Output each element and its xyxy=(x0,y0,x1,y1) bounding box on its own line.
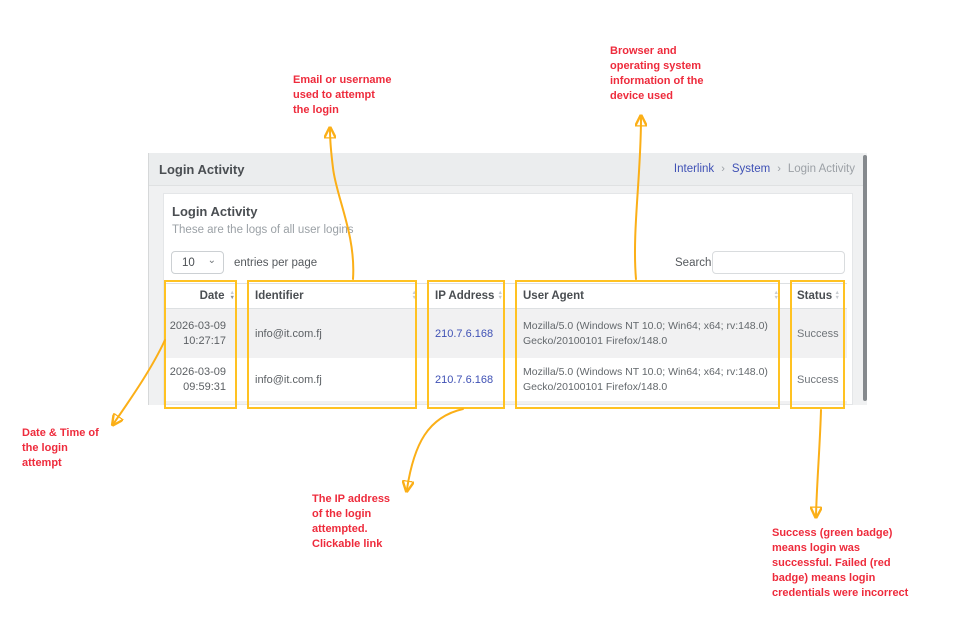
cell-status: Success xyxy=(786,358,847,401)
breadcrumb: Interlink › System › Login Activity xyxy=(674,163,855,175)
column-header-label: Date xyxy=(199,290,225,302)
chevron-right-icon: › xyxy=(777,163,781,175)
column-header-identifier[interactable]: Identifier ▲▼ xyxy=(242,284,424,308)
sort-icon: ▲▼ xyxy=(834,290,840,301)
admin-panel-screenshot: Login Activity Interlink › System › Logi… xyxy=(148,153,867,405)
chevron-down-icon: ⌄ xyxy=(207,254,216,266)
chevron-right-icon: › xyxy=(721,163,725,175)
search-label: Search: xyxy=(675,257,715,269)
cell-identifier: info@it.com.fj xyxy=(255,373,322,386)
highlight-box-ip-column xyxy=(427,280,505,409)
column-header-label: Status xyxy=(797,290,833,302)
cell-ip-address: 210.7.6.168 xyxy=(424,309,510,358)
status-badge: Success xyxy=(797,373,839,386)
sort-icon: ▲▼ xyxy=(773,290,779,301)
entries-per-page-select[interactable]: 10 ⌄ xyxy=(171,251,224,274)
sort-icon: ▲▼ xyxy=(229,290,235,301)
status-badge: Success xyxy=(797,327,839,340)
column-header-user-agent[interactable]: User Agent ▲▼ xyxy=(510,284,786,308)
annotation-ip-note: The IP address of the login attempted. C… xyxy=(312,493,391,550)
highlight-box-identifier-column xyxy=(247,280,417,409)
page-title: Login Activity xyxy=(159,161,245,177)
cell-ip-address: 210.7.6.168 xyxy=(424,358,510,401)
arrow-status xyxy=(816,409,821,515)
column-header-label: User Agent xyxy=(523,290,584,302)
search-input[interactable] xyxy=(712,251,845,274)
column-header-label: IP Address xyxy=(435,290,495,302)
highlight-box-date-column xyxy=(164,280,237,409)
login-activity-card: Login Activity These are the logs of all… xyxy=(163,193,853,405)
annotation-status-note: Success (green badge) means login was su… xyxy=(772,527,909,599)
cell-user-agent: Mozilla/5.0 (Windows NT 10.0; Win64; x64… xyxy=(523,319,768,347)
login-activity-table: Date ▲▼ Identifier ▲▼ IP Address ▲▼ User… xyxy=(166,283,847,404)
table-row-clipped xyxy=(166,401,847,404)
card-title: Login Activity xyxy=(172,204,258,219)
breadcrumb-system[interactable]: System xyxy=(731,163,771,175)
highlight-box-status-column xyxy=(790,280,845,409)
ip-address-link[interactable]: 210.7.6.168 xyxy=(435,373,494,386)
column-header-ip-address[interactable]: IP Address ▲▼ xyxy=(424,284,510,308)
column-header-date[interactable]: Date ▲▼ xyxy=(166,284,242,308)
breadcrumb-interlink[interactable]: Interlink xyxy=(673,163,715,175)
highlight-box-user-agent-column xyxy=(515,280,780,409)
cell-identifier: info@it.com.fj xyxy=(255,327,322,340)
entries-per-page-label: entries per page xyxy=(234,257,318,269)
card-subtitle: These are the logs of all user logins xyxy=(172,224,354,236)
annotation-identifier-note: Email or username used to attempt the lo… xyxy=(293,74,392,116)
annotation-date-note: Date & Time of the login attempt xyxy=(22,427,99,469)
breadcrumb-login-activity: Login Activity xyxy=(787,163,855,175)
vertical-scrollbar-thumb[interactable] xyxy=(863,155,867,401)
column-header-status[interactable]: Status ▲▼ xyxy=(786,284,847,308)
table-header-row: Date ▲▼ Identifier ▲▼ IP Address ▲▼ User… xyxy=(166,283,847,309)
sort-icon: ▲▼ xyxy=(411,290,417,301)
ip-address-link[interactable]: 210.7.6.168 xyxy=(435,327,494,340)
cell-status: Success xyxy=(786,309,847,358)
sort-icon: ▲▼ xyxy=(497,290,503,301)
column-header-label: Identifier xyxy=(255,290,304,302)
entries-select-value: 10 xyxy=(182,256,195,269)
cell-user-agent: Mozilla/5.0 (Windows NT 10.0; Win64; x64… xyxy=(523,365,768,393)
page-header: Login Activity Interlink › System › Logi… xyxy=(149,153,863,186)
annotation-user-agent-note: Browser and operating system information… xyxy=(610,45,704,102)
arrow-ip xyxy=(407,408,464,489)
